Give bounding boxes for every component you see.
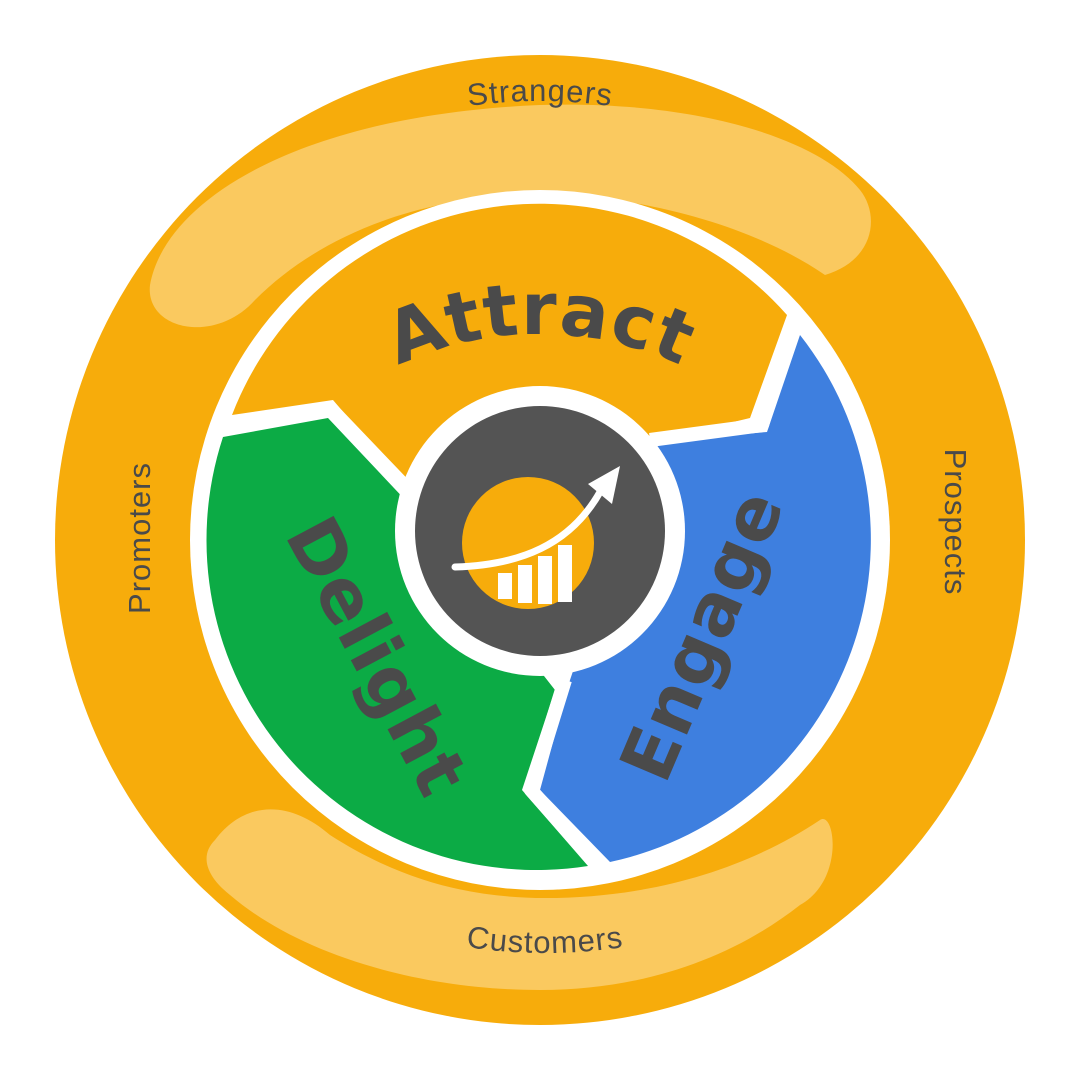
- ring-label-promoters: Promoters: [122, 462, 157, 614]
- delight-segment: [206, 418, 588, 871]
- ring-label-prospects: Prospects: [938, 449, 973, 596]
- growth-chart-icon: [451, 466, 620, 609]
- strangers-band: [149, 104, 871, 328]
- ring-label-customers: Customers: [465, 919, 625, 960]
- separator-engage-delight: [524, 677, 604, 871]
- attract-segment: [232, 203, 787, 490]
- engage-segment: [540, 335, 871, 862]
- ring-label-strangers: Strangers: [465, 73, 615, 113]
- separator-attract-delight: [223, 401, 424, 505]
- separator-attract-engage: [649, 319, 800, 447]
- customers-band: [206, 809, 833, 990]
